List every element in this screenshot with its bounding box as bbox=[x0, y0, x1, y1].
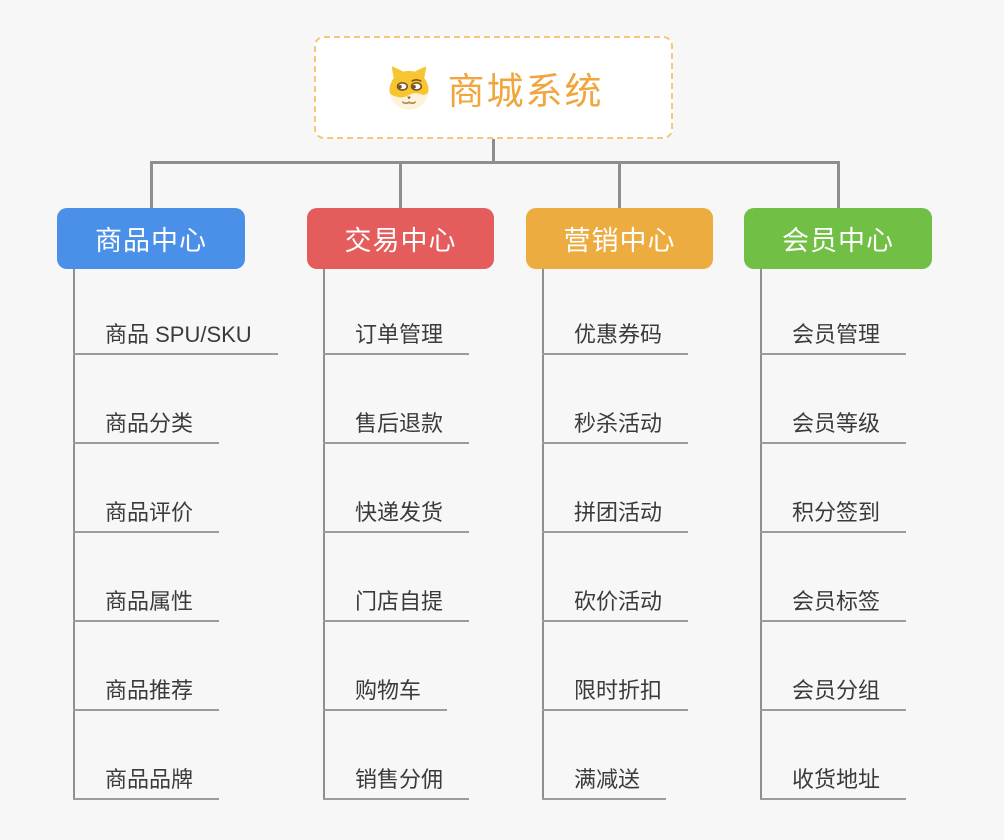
topic-item-trade-center-5[interactable]: 销售分佣 bbox=[323, 759, 470, 800]
topic-item-trade-center-1[interactable]: 售后退款 bbox=[323, 403, 470, 444]
connector-drop-marketing bbox=[618, 161, 621, 208]
branch-node-member-center[interactable]: 会员中心 bbox=[744, 208, 932, 269]
topic-item-product-center-0[interactable]: 商品 SPU/SKU bbox=[73, 314, 278, 355]
topic-item-member-center-4[interactable]: 会员分组 bbox=[760, 670, 907, 711]
topic-item-member-center-3[interactable]: 会员标签 bbox=[760, 581, 907, 622]
root-node-mall-system[interactable]: 商城系统 bbox=[314, 36, 673, 139]
connector-drop-member bbox=[837, 161, 840, 208]
connector-drop-product bbox=[150, 161, 153, 208]
connector-vline-marketing-center bbox=[542, 269, 544, 800]
connector-rail bbox=[150, 161, 840, 164]
branch-label-marketing-center: 营销中心 bbox=[563, 226, 676, 256]
doge-icon bbox=[388, 66, 429, 110]
topic-item-trade-center-4[interactable]: 购物车 bbox=[323, 670, 448, 711]
connector-vline-product-center bbox=[73, 269, 75, 800]
topic-item-product-center-4[interactable]: 商品推荐 bbox=[73, 670, 220, 711]
topic-item-member-center-2[interactable]: 积分签到 bbox=[760, 492, 907, 533]
topic-item-trade-center-3[interactable]: 门店自提 bbox=[323, 581, 470, 622]
topic-item-marketing-center-0[interactable]: 优惠券码 bbox=[542, 314, 689, 355]
connector-vline-trade-center bbox=[323, 269, 325, 800]
branch-node-trade-center[interactable]: 交易中心 bbox=[307, 208, 494, 269]
branch-label-product-center: 商品中心 bbox=[95, 226, 207, 256]
topic-item-marketing-center-4[interactable]: 限时折扣 bbox=[542, 670, 689, 711]
topic-item-member-center-1[interactable]: 会员等级 bbox=[760, 403, 907, 444]
branch-label-member-center: 会员中心 bbox=[782, 226, 894, 256]
root-title: 商城系统 bbox=[447, 70, 604, 112]
topic-item-marketing-center-5[interactable]: 满减送 bbox=[542, 759, 667, 800]
connector-drop-trade bbox=[399, 161, 402, 208]
topic-item-trade-center-2[interactable]: 快递发货 bbox=[323, 492, 470, 533]
branch-node-product-center[interactable]: 商品中心 bbox=[57, 208, 245, 269]
topic-item-product-center-1[interactable]: 商品分类 bbox=[73, 403, 220, 444]
topic-item-member-center-5[interactable]: 收货地址 bbox=[760, 759, 907, 800]
branch-label-trade-center: 交易中心 bbox=[344, 226, 457, 256]
topic-item-marketing-center-1[interactable]: 秒杀活动 bbox=[542, 403, 689, 444]
topic-item-member-center-0[interactable]: 会员管理 bbox=[760, 314, 907, 355]
branch-node-marketing-center[interactable]: 营销中心 bbox=[526, 208, 713, 269]
connector-root-stub bbox=[492, 139, 495, 163]
topic-item-product-center-2[interactable]: 商品评价 bbox=[73, 492, 220, 533]
topic-item-product-center-3[interactable]: 商品属性 bbox=[73, 581, 220, 622]
topic-item-marketing-center-2[interactable]: 拼团活动 bbox=[542, 492, 689, 533]
topic-item-trade-center-0[interactable]: 订单管理 bbox=[323, 314, 470, 355]
topic-item-marketing-center-3[interactable]: 砍价活动 bbox=[542, 581, 689, 622]
topic-item-product-center-5[interactable]: 商品品牌 bbox=[73, 759, 220, 800]
connector-vline-member-center bbox=[760, 269, 762, 800]
